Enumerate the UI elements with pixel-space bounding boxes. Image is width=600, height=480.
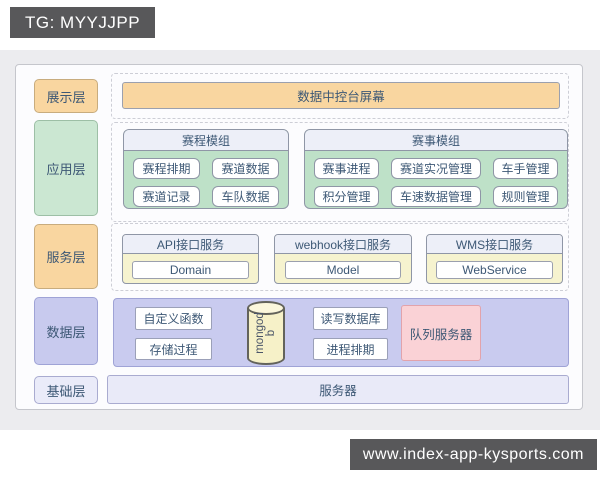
module-event-title: 赛事模组 [305,130,567,151]
architecture-diagram-frame: 展示层 应用层 服务层 数据层 基础层 数据中控台屏幕 赛程模组 赛程排期 赛道… [15,64,583,410]
queue-server-box: 队列服务器 [401,305,481,361]
chip-schedule-item: 赛道记录 [133,186,200,207]
chip-event-item: 赛事进程 [314,158,379,179]
module-schedule-title: 赛程模组 [124,130,288,151]
service-webhook: webhook接口服务 Model [274,234,412,284]
chip-event-item: 车手管理 [493,158,558,179]
service-wms: WMS接口服务 WebService [426,234,563,284]
layer-label-presentation: 展示层 [34,79,98,113]
chip-custom-function: 自定义函数 [135,307,212,330]
service-api-title: API接口服务 [123,235,258,254]
chip-schedule-item: 赛程排期 [133,158,200,179]
chip-event-item: 车速数据管理 [390,186,482,207]
module-schedule-items: 赛程排期 赛道数据 赛道记录 车队数据 [124,151,288,208]
layer-label-service: 服务层 [34,224,98,289]
chip-event-item: 规则管理 [493,186,558,207]
mongodb-database-cylinder-icon: mongod b [247,301,285,365]
service-wms-title: WMS接口服务 [427,235,562,254]
application-layer-row: 赛程模组 赛程排期 赛道数据 赛道记录 车队数据 赛事模组 赛事进程 赛道实况管… [111,122,569,222]
chip-schedule-item: 赛道数据 [212,158,279,179]
service-wms-impl: WebService [436,260,553,279]
presentation-layer-row: 数据中控台屏幕 [111,73,569,119]
layer-label-data: 数据层 [34,297,98,365]
service-api-impl: Domain [132,260,249,279]
module-schedule: 赛程模组 赛程排期 赛道数据 赛道记录 车队数据 [123,129,289,209]
control-screen-bar: 数据中控台屏幕 [122,82,560,109]
module-event-items: 赛事进程 赛道实况管理 车手管理 积分管理 车速数据管理 规则管理 [305,151,567,208]
service-api: API接口服务 Domain [122,234,259,284]
mongodb-label-line2: b [265,329,277,337]
layer-label-application: 应用层 [34,120,98,216]
module-event: 赛事模组 赛事进程 赛道实况管理 车手管理 积分管理 车速数据管理 规则管理 [304,129,568,209]
service-webhook-impl: Model [284,260,402,279]
service-api-body: Domain [123,254,258,283]
service-webhook-title: webhook接口服务 [275,235,411,254]
chip-process-schedule: 进程排期 [313,338,388,360]
server-bar: 服务器 [107,375,569,404]
mongodb-label: mongod b [234,312,298,354]
cylinder-top [247,301,285,315]
telegram-watermark-badge: TG: MYYJJPP [10,7,156,38]
chip-event-item: 积分管理 [314,186,379,207]
layer-label-infrastructure: 基础层 [34,376,98,404]
website-watermark-badge: www.index-app-kysports.com [349,439,597,470]
chip-readwrite-database: 读写数据库 [313,307,388,330]
service-wms-body: WebService [427,254,562,283]
chip-stored-procedure: 存储过程 [135,338,212,360]
service-layer-row: API接口服务 Domain webhook接口服务 Model WMS接口服务… [111,223,569,291]
service-webhook-body: Model [275,254,411,283]
chip-event-item: 赛道实况管理 [390,158,482,179]
cylinder-body [247,308,285,358]
chip-schedule-item: 车队数据 [212,186,279,207]
data-layer-panel: 自定义函数 存储过程 mongod b 读写数据库 进程排期 队列服务器 [113,298,569,367]
